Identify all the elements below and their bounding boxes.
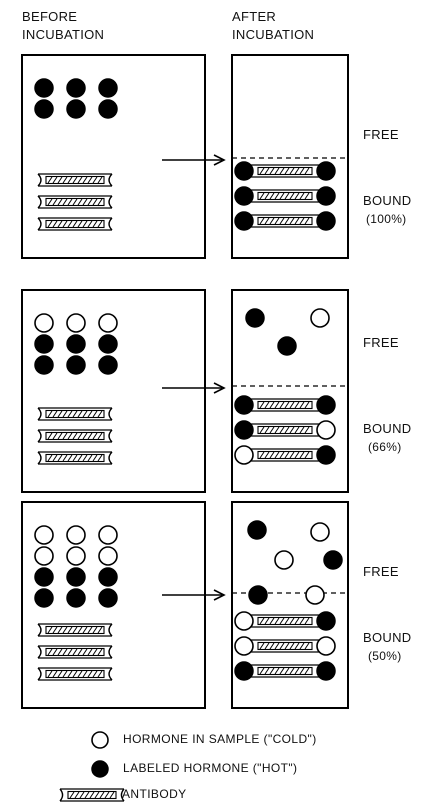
before-hot-hormone [35, 100, 53, 118]
bound-label-3: BOUND [363, 629, 411, 647]
bound-hot-hormone [317, 162, 335, 180]
bound-label-1: BOUND [363, 192, 411, 210]
before-hot-hormone [99, 356, 117, 374]
bound-hot-hormone [235, 662, 253, 680]
bound-hot-hormone [235, 212, 253, 230]
bound-hot-hormone [317, 612, 335, 630]
before-cold-hormone [99, 314, 117, 332]
free-label-3: FREE [363, 563, 399, 581]
bound-cold-hormone [235, 612, 253, 630]
bound-hot-hormone [317, 446, 335, 464]
bound-cold-hormone [235, 446, 253, 464]
bound-hot-hormone [317, 187, 335, 205]
before-hot-hormone [35, 79, 53, 97]
free-cold-hormone [275, 551, 293, 569]
legend-cold-label: HORMONE IN SAMPLE ("COLD") [123, 732, 317, 746]
before-hot-hormone [99, 335, 117, 353]
legend-hot-icon [92, 761, 108, 777]
before-hot-hormone [67, 568, 85, 586]
bound-hot-hormone [235, 421, 253, 439]
before-hot-hormone [67, 589, 85, 607]
free-hot-hormone [246, 309, 264, 327]
legend-cold-icon [92, 732, 108, 748]
bound-hot-hormone [317, 396, 335, 414]
before-cold-hormone [67, 526, 85, 544]
free-hot-hormone [249, 586, 267, 604]
before-hot-hormone [67, 79, 85, 97]
bound-hot-hormone [317, 662, 335, 680]
free-hot-hormone [248, 521, 266, 539]
bound-hot-hormone [235, 162, 253, 180]
before-hot-hormone [99, 589, 117, 607]
before-hot-hormone [99, 100, 117, 118]
free-cold-hormone [311, 309, 329, 327]
before-hot-hormone [67, 335, 85, 353]
bound-percent-2: (66%) [368, 439, 402, 455]
bound-percent-3: (50%) [368, 648, 402, 664]
bound-hot-hormone [235, 187, 253, 205]
before-cold-hormone [35, 526, 53, 544]
free-cold-hormone [311, 523, 329, 541]
before-hot-hormone [67, 356, 85, 374]
before-cold-hormone [99, 547, 117, 565]
bound-hot-hormone [235, 396, 253, 414]
bound-hot-hormone [317, 212, 335, 230]
legend-antibody-label: ANTIBODY [122, 787, 187, 801]
before-hot-hormone [35, 589, 53, 607]
before-hot-hormone [35, 356, 53, 374]
bound-cold-hormone [317, 421, 335, 439]
before-hot-hormone [67, 100, 85, 118]
free-label-1: FREE [363, 126, 399, 144]
before-cold-hormone [99, 526, 117, 544]
before-hot-hormone [99, 79, 117, 97]
bound-label-2: BOUND [363, 420, 411, 438]
legend-antibody-icon [60, 789, 124, 801]
before-cold-hormone [67, 314, 85, 332]
before-hot-hormone [35, 568, 53, 586]
bound-cold-hormone [235, 637, 253, 655]
free-hot-hormone [278, 337, 296, 355]
before-cold-hormone [67, 547, 85, 565]
free-hot-hormone [324, 551, 342, 569]
before-hot-hormone [99, 568, 117, 586]
before-cold-hormone [35, 314, 53, 332]
before-cold-hormone [35, 547, 53, 565]
free-label-2: FREE [363, 334, 399, 352]
legend-hot-label: LABELED HORMONE ("HOT") [123, 761, 297, 775]
bound-cold-hormone [317, 637, 335, 655]
free-cold-hormone [306, 586, 324, 604]
bound-percent-1: (100%) [366, 211, 406, 227]
before-hot-hormone [35, 335, 53, 353]
